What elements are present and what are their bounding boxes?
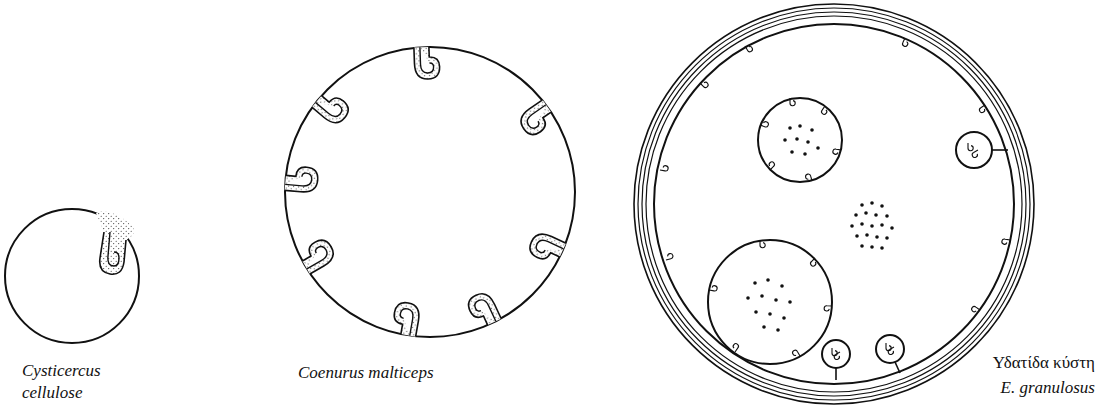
figure-label: Cysticercus cellulose [22,360,122,404]
coenurus-figure [285,47,575,337]
figure-label: Coenurus malticeps [298,362,434,384]
figure-label: E. granulosus [1001,377,1095,399]
cysticercus-figure [5,209,139,343]
hydatid-cyst-figure [634,4,1034,404]
figure-label: Υδατίδα κύστη [993,352,1095,374]
